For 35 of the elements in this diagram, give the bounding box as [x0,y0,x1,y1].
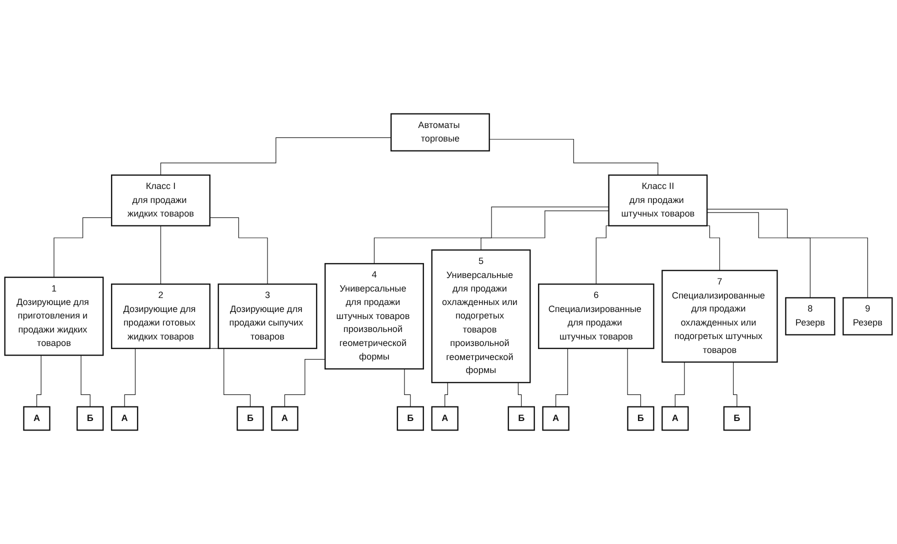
node-box: А [542,406,570,431]
node-box: Класс I для продажи жидких товаров [111,174,210,226]
node-box: Б [76,406,104,431]
connector [444,382,451,408]
node-box: 8 Резерв [785,297,836,336]
node-box: Б [627,406,654,431]
node-box: Класс II для продажи штучных товаров [608,174,708,226]
node-box: 3 Дозирующие для продажи сыпучих товаров [218,284,318,350]
node-box: А [271,406,298,431]
connector [54,217,112,278]
node-box: 9 Резерв [842,297,893,336]
node-box: Б [723,406,750,431]
node-box: Автоматы торговые [390,113,490,152]
node-box: 4 Универсальные для продажи штучных товаров произвольной геометрической формы [324,263,424,370]
connector [489,138,658,176]
node-box: 6 Специализированные для продажи штучных товаров [538,284,654,350]
node-box: 5 Универсальные для продажи охлажденных или подогретых товаров произвольной геометрической формы [431,249,531,384]
connector [374,206,610,264]
node-box: А [431,406,458,431]
node-box: 1 Дозирующие для приготовления и продажи жидких товаров [4,276,104,356]
node-box: 7 Специализированные для продажи охлажденных или подогретых штучных товаров [662,270,778,363]
node-box: А [110,406,138,431]
node-box: Б [396,406,424,431]
node-box: А [662,406,689,431]
connector [706,208,868,298]
node-box: А [23,406,50,431]
connector [160,225,162,284]
node-box: Б [236,406,264,431]
connector [160,137,392,176]
node-box: 2 Дозирующие для продажи готовых жидких товаров [111,284,210,350]
connector [706,212,810,298]
node-box: Б [508,406,535,431]
connector [480,210,610,250]
connector [210,217,268,284]
connector [284,359,326,408]
